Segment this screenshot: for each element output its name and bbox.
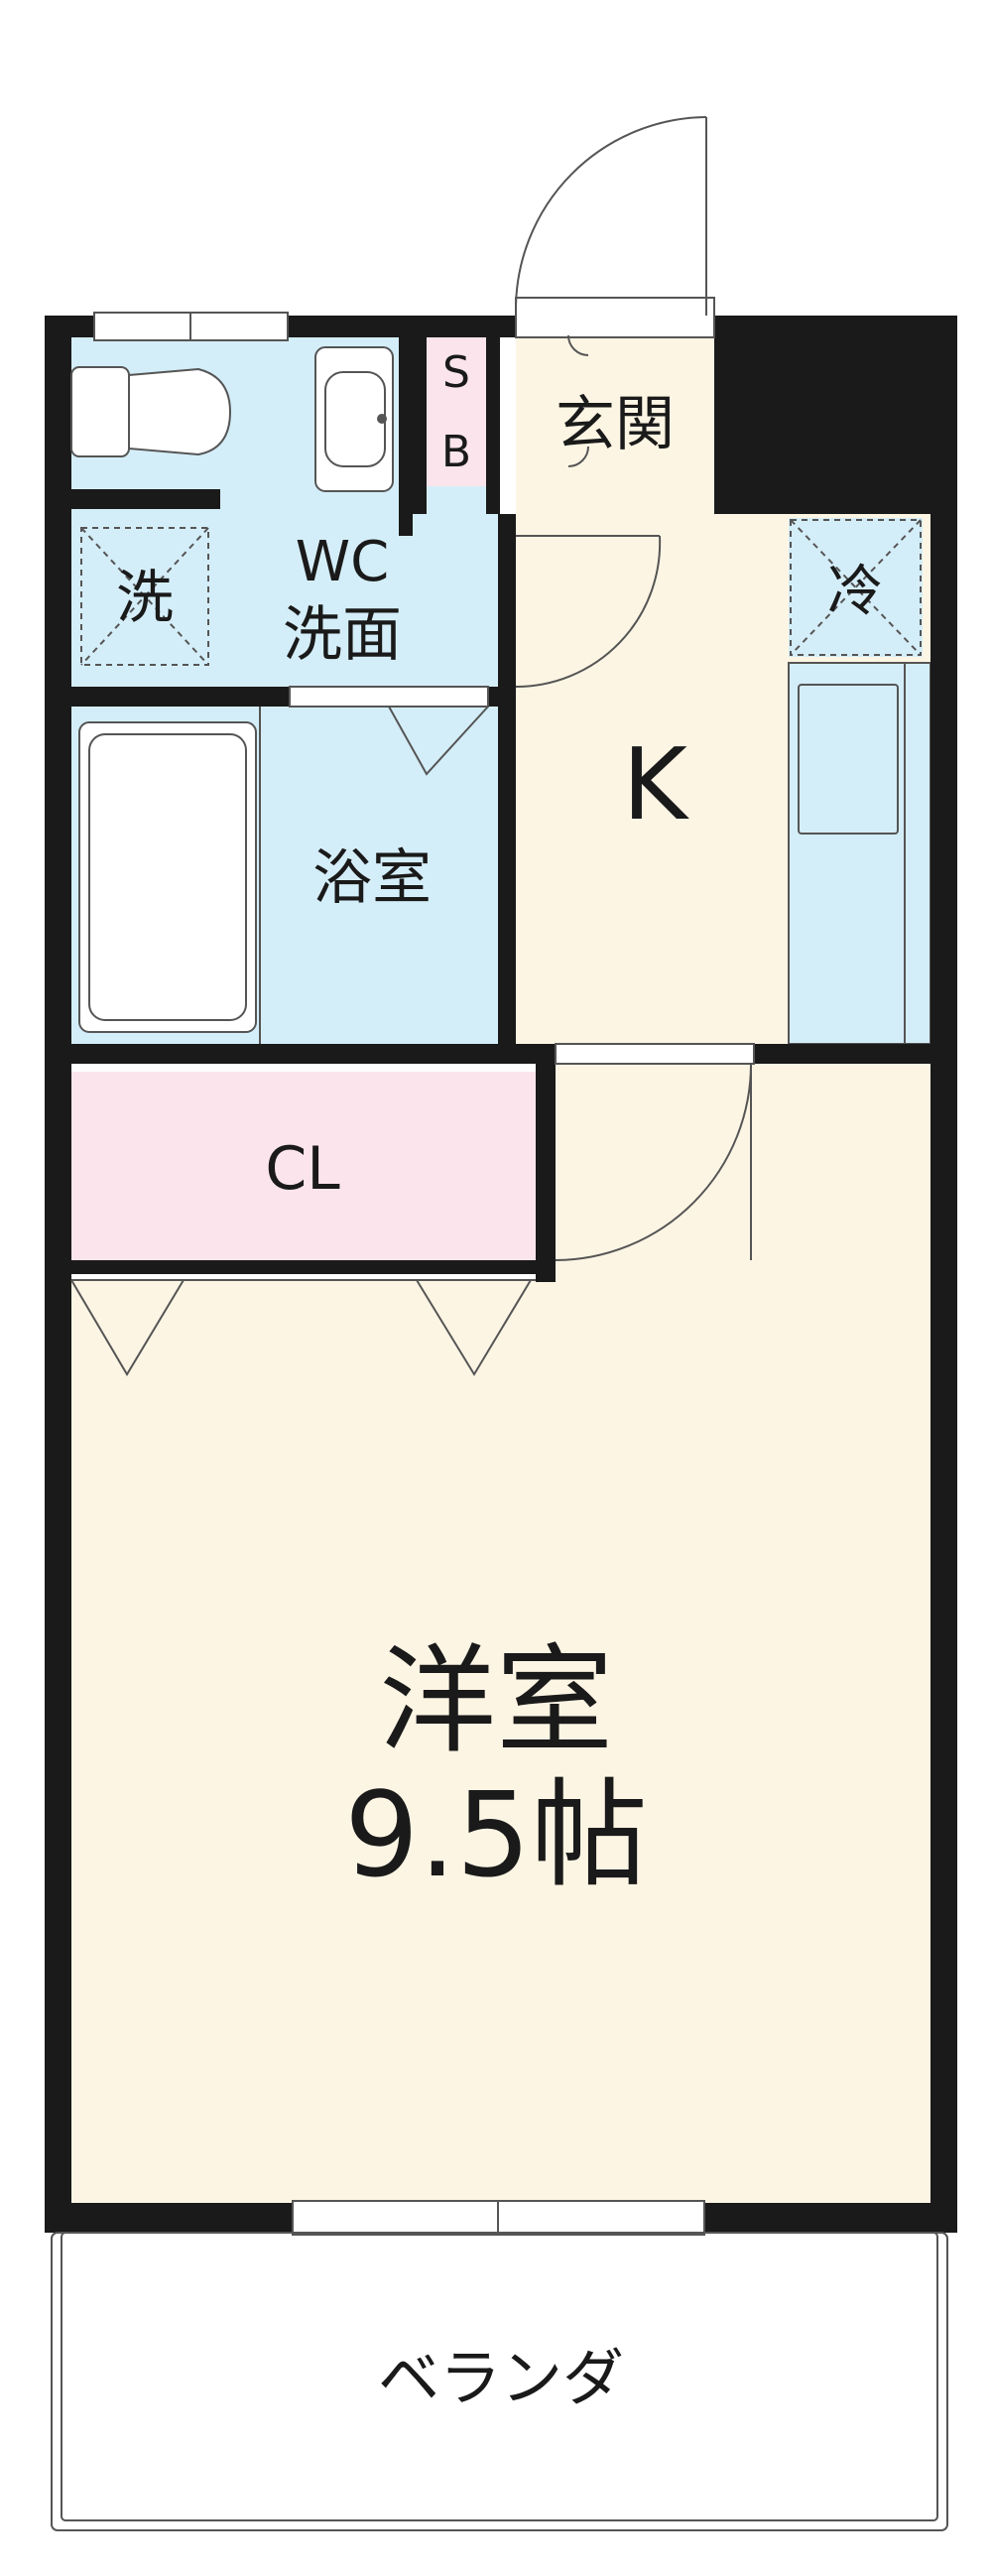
shoe-box-fill xyxy=(427,337,486,486)
western-room-size: 9.5帖 xyxy=(344,1766,648,1903)
shoe-box-label-b: B xyxy=(441,427,471,477)
kitchen-label: K xyxy=(622,726,689,842)
washroom-label: 洗面 xyxy=(283,600,402,670)
bathroom-label: 浴室 xyxy=(312,843,432,913)
floor-fills xyxy=(71,337,931,2203)
shoe-box-label-s: S xyxy=(442,347,470,398)
western-room-floor xyxy=(71,1280,930,2203)
western-room-label: 洋室 xyxy=(379,1632,613,1769)
fixtures xyxy=(70,346,930,1376)
closet-label: CL xyxy=(265,1134,340,1204)
windows xyxy=(93,312,755,2236)
window-bath xyxy=(289,686,489,708)
interior-doors xyxy=(515,334,752,1261)
closet-floor xyxy=(71,1072,536,1260)
labels: S B 玄関 WC 洗面 洗 冷 K 浴室 CL 洋室 9.5帖 ベランダ xyxy=(116,347,883,2414)
bath-door-fold xyxy=(388,706,489,776)
kitchen-sink xyxy=(789,662,930,1044)
toilet xyxy=(70,366,232,457)
fridge-space-lines xyxy=(790,519,922,656)
structural-column xyxy=(714,316,957,514)
washer-label: 洗 xyxy=(116,564,174,631)
washbasin xyxy=(314,346,394,492)
entrance-label: 玄関 xyxy=(556,390,675,459)
western-room-upper-floor xyxy=(556,1064,930,1292)
door-frame-western xyxy=(555,1043,755,1065)
fridge-label: 冷 xyxy=(827,560,883,624)
wc-label: WC xyxy=(296,530,389,594)
bathtub xyxy=(78,707,261,1044)
veranda-label: ベランダ xyxy=(378,2342,624,2414)
washer-space xyxy=(80,527,209,666)
veranda xyxy=(51,2232,948,2531)
closet-fold-door-left xyxy=(70,1279,185,1376)
entrance-door xyxy=(515,116,715,338)
entrance-floor xyxy=(516,337,714,511)
closet-fold-door-right xyxy=(416,1279,532,1376)
